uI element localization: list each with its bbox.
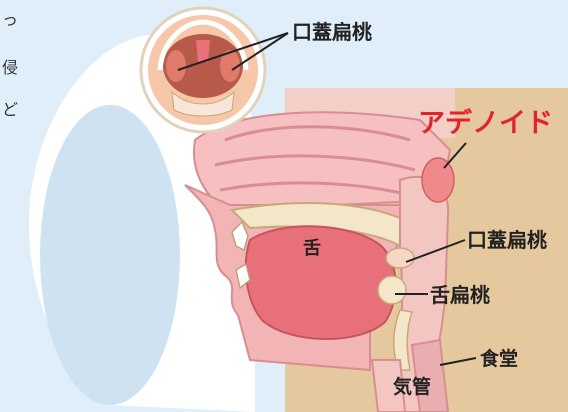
label-tongue: 舌 xyxy=(303,240,321,258)
uvula xyxy=(196,40,210,62)
label-trachea: 気管 xyxy=(393,378,431,397)
side-text-2: 侵 xyxy=(2,60,18,76)
palatine-tonsil-side xyxy=(386,248,414,268)
label-esophagus: 食堂 xyxy=(480,350,518,369)
side-text-3: ど xyxy=(2,102,18,118)
side-text-1: っ xyxy=(2,12,18,28)
label-palatine-tonsil-top: 口蓋扁桃 xyxy=(292,22,372,42)
lingual-tonsil xyxy=(378,276,406,304)
label-lingual-tonsil: 舌扁桃 xyxy=(430,285,490,305)
label-adenoid: アデノイド xyxy=(418,110,553,137)
label-palatine-tonsil-side: 口蓋扁桃 xyxy=(467,230,547,250)
tonsil-left xyxy=(166,50,186,82)
face-cheek xyxy=(40,105,180,405)
adenoid-tissue xyxy=(422,158,454,202)
